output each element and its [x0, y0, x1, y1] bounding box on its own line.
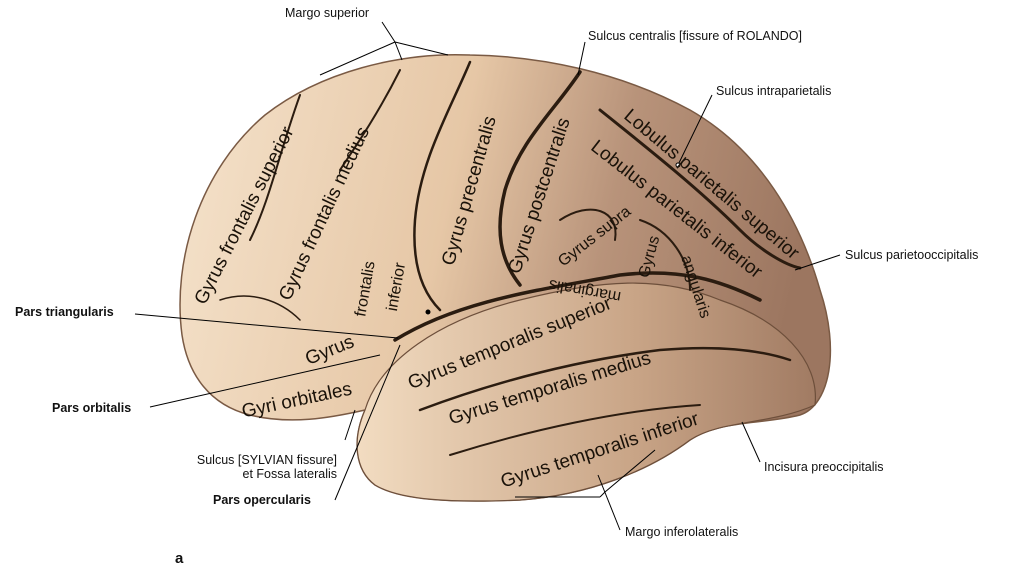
label-pars-triangularis: Pars triangularis — [15, 305, 114, 319]
label-sulcus-centralis: Sulcus centralis [fissure of ROLANDO] — [588, 29, 802, 43]
label-sulcus-intraparietalis: Sulcus intraparietalis — [716, 84, 832, 98]
pointer-lines — [134, 21, 841, 531]
label-margo-inferolateralis: Margo inferolateralis — [625, 525, 739, 539]
label-pars-orbitalis: Pars orbitalis — [52, 401, 132, 415]
label-margo-superior: Margo superior — [285, 6, 370, 20]
label-sulcus-sylvian: Sulcus [SYLVIAN fissure] et Fossa latera… — [197, 453, 337, 481]
label-pars-opercularis: Pars opercularis — [213, 493, 311, 507]
figure-letter: a — [175, 550, 184, 567]
sulci — [219, 60, 802, 456]
temporal-lobe — [356, 282, 816, 502]
label-sulcus-sylvian-line1: Sulcus [SYLVIAN fissure] — [196, 453, 337, 467]
label-incisura-preoccipitalis: Incisura preoccipitalis — [764, 460, 884, 474]
label-sulcus-sylvian-line2: et Fossa lateralis — [242, 467, 337, 481]
label-sulcus-parietooccipitalis: Sulcus parietooccipitalis — [845, 248, 979, 262]
